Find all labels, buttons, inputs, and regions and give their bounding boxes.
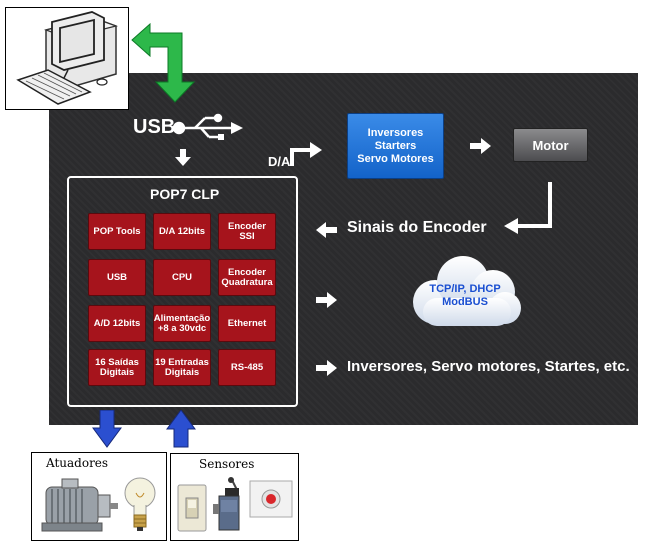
- wall-switch-icon: [177, 484, 207, 532]
- clp-title: POP7 CLP: [150, 186, 220, 202]
- right-arrow-icon: [316, 360, 337, 376]
- push-button-icon: [249, 480, 293, 518]
- down-arrow-icon: [175, 149, 191, 166]
- right-arrow-icon: [470, 138, 491, 154]
- usb-symbol-icon: [173, 113, 243, 140]
- da-label: D/A: [268, 154, 291, 169]
- usb-label: USB: [133, 116, 176, 138]
- left-arrow-icon: [316, 222, 337, 238]
- clp-box: [67, 176, 298, 407]
- da-arrow-icon: [290, 142, 322, 166]
- drives-line: Inversores: [367, 126, 424, 139]
- module-ethernet: Ethernet: [218, 305, 276, 342]
- module-encoder-quadratura: Encoder Quadratura: [218, 259, 276, 296]
- actuators-arrow-icon: [92, 410, 122, 448]
- outputs-label: Inversores, Servo motores, Startes, etc.: [347, 358, 630, 375]
- light-bulb-icon: [124, 477, 156, 531]
- sensors-arrow-icon: [166, 410, 196, 448]
- drives-box: Inversores Starters Servo Motores: [347, 113, 444, 179]
- cloud-line1: TCP/IP, DHCP: [429, 283, 501, 295]
- usb-connection-arrow-icon: [131, 22, 196, 103]
- computer-icon: [16, 11, 119, 105]
- module-rs485: RS-485: [218, 349, 276, 386]
- module-power-supply: Alimentação +8 a 30vdc: [153, 305, 211, 342]
- encoder-return-arrow-icon: [504, 182, 552, 234]
- module-cpu: CPU: [153, 259, 211, 296]
- cloud-protocols: TCP/IP, DHCP ModBUS: [420, 283, 510, 309]
- module-da-12bits: D/A 12bits: [153, 213, 211, 250]
- right-arrow-icon: [316, 292, 337, 308]
- sensors-frame: Sensores: [170, 453, 299, 541]
- limit-switch-icon: [213, 477, 240, 531]
- electric-motor-icon: [41, 478, 118, 532]
- actuators-label: Atuadores: [46, 456, 109, 470]
- cloud-line2: ModBUS: [442, 296, 488, 308]
- module-pop-tools: POP Tools: [88, 213, 146, 250]
- network-cloud-icon: [413, 256, 521, 326]
- sensors-label: Sensores: [199, 457, 255, 471]
- module-ad-12bits: A/D 12bits: [88, 305, 146, 342]
- actuators-frame: Atuadores: [31, 452, 167, 541]
- motor-box: Motor: [513, 128, 588, 162]
- motor-label: Motor: [532, 137, 569, 153]
- module-digital-inputs: 19 Entradas Digitais: [153, 349, 211, 386]
- drives-line: Starters: [374, 139, 417, 152]
- encoder-signals-label: Sinais do Encoder: [347, 219, 487, 236]
- module-usb: USB: [88, 259, 146, 296]
- module-encoder-ssi: Encoder SSI: [218, 213, 276, 250]
- drives-line: Servo Motores: [357, 152, 434, 165]
- computer-frame: [5, 7, 129, 110]
- module-digital-outputs: 16 Saídas Digitais: [88, 349, 146, 386]
